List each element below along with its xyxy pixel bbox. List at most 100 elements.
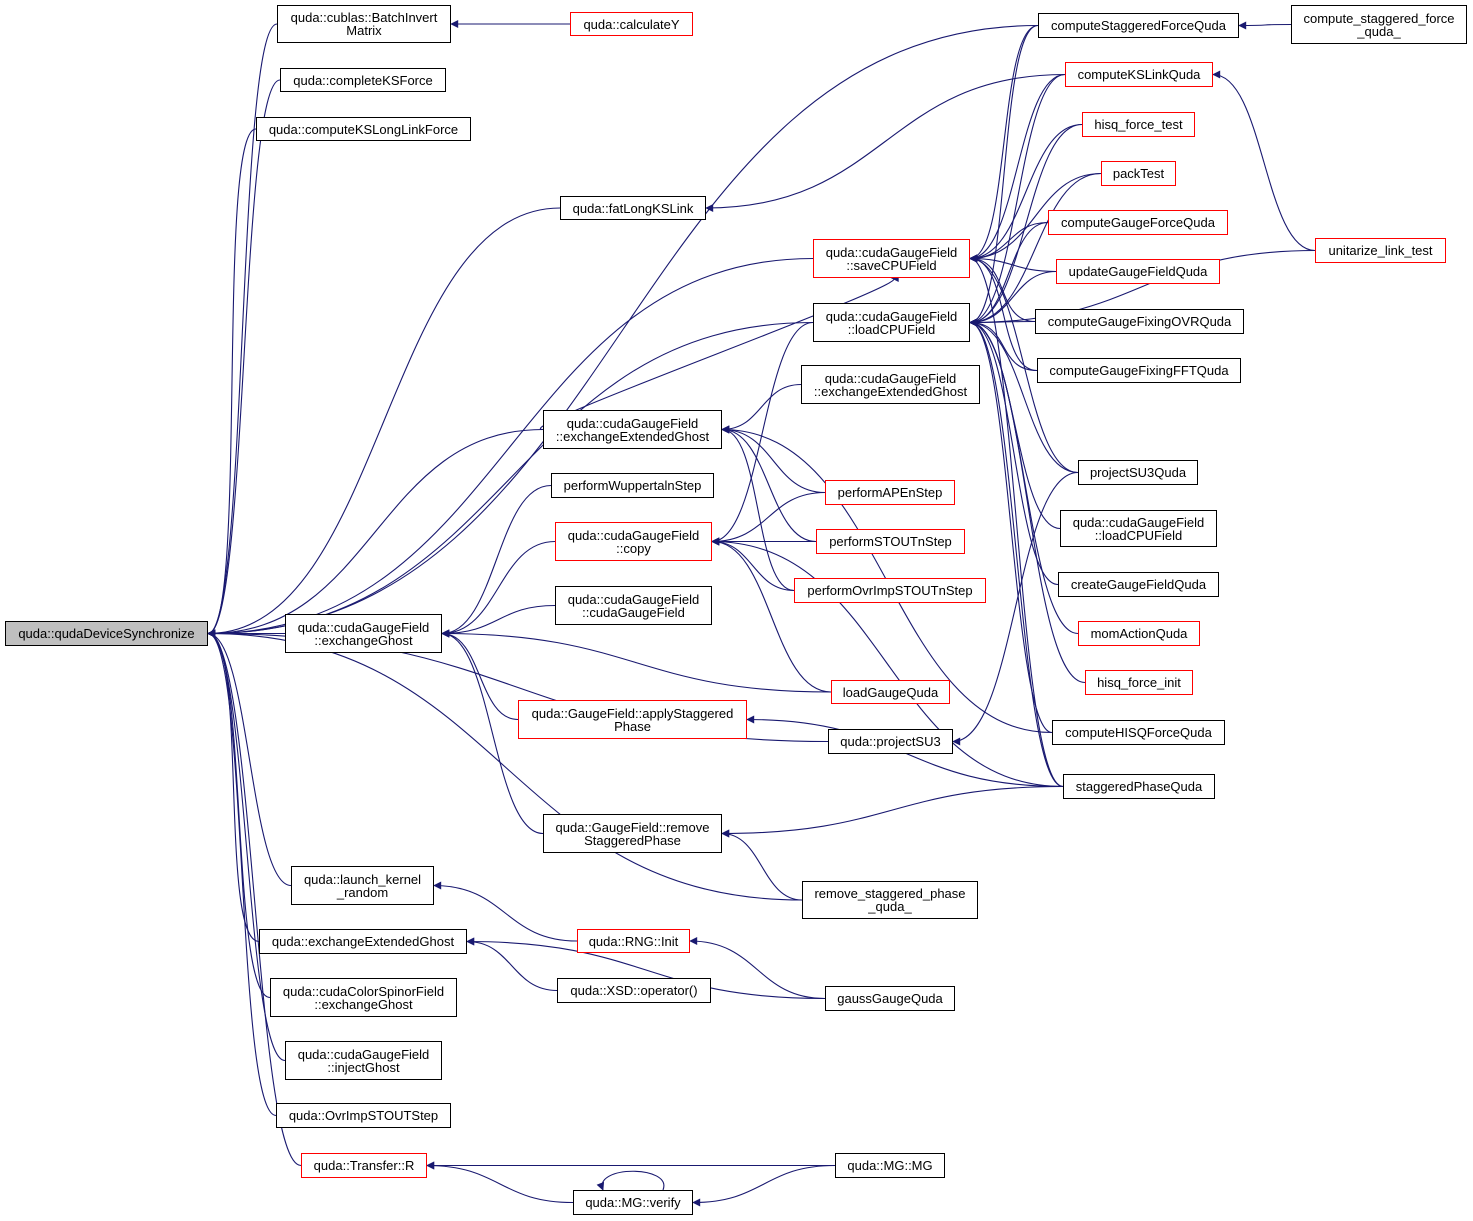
node-hisq_force_test[interactable]: hisq_force_test bbox=[1082, 112, 1195, 137]
edge-computeStaggeredForceQuda-to-saveCPUField bbox=[969, 24, 1039, 263]
node-XSD-operator[interactable]: quda::XSD::operator() bbox=[557, 978, 711, 1003]
edge-saveCPUField-to-qudaDeviceSynchronize bbox=[207, 257, 814, 638]
node-remove_staggered_phase_quda_[interactable]: remove_staggered_phase _quda_ bbox=[802, 881, 978, 919]
edge-completeKSForce-to-qudaDeviceSynchronize bbox=[207, 79, 281, 638]
edge-projectSU3Quda-to-projectSU3 bbox=[952, 471, 1079, 746]
node-label: staggeredPhaseQuda bbox=[1075, 779, 1203, 794]
node-label: quda::projectSU3 bbox=[840, 734, 941, 749]
node-createGaugeFieldQuda[interactable]: createGaugeFieldQuda bbox=[1058, 572, 1219, 597]
edge-RNGInit-to-launch_kernel_random bbox=[433, 881, 578, 942]
edge-loadCPUField-to-copy bbox=[711, 321, 814, 546]
node-calculateY[interactable]: quda::calculateY bbox=[570, 12, 693, 36]
node-label: quda::cudaGaugeField ::copy bbox=[567, 527, 700, 556]
edge-gaussGaugeQuda-to-exchangeExtendedGhostGlobal bbox=[466, 937, 826, 1000]
node-loadCPUField[interactable]: quda::cudaGaugeField ::loadCPUField bbox=[813, 303, 970, 342]
node-saveCPUField[interactable]: quda::cudaGaugeField ::saveCPUField bbox=[813, 239, 970, 278]
node-label: loadGaugeQuda bbox=[842, 684, 939, 700]
node-MGverify[interactable]: quda::MG::verify bbox=[573, 1190, 693, 1215]
node-label: quda::cudaColorSpinorField ::exchangeGho… bbox=[282, 983, 445, 1012]
edge-computeHISQForceQuda-to-loadCPUField bbox=[969, 318, 1053, 734]
node-TransferR[interactable]: quda::Transfer::R bbox=[301, 1153, 427, 1178]
node-label: quda::cudaGaugeField ::loadCPUField bbox=[825, 308, 958, 337]
node-label: quda::completeKSForce bbox=[293, 72, 433, 88]
node-staggeredPhaseQuda[interactable]: staggeredPhaseQuda bbox=[1063, 774, 1215, 799]
node-fatLongKSLink[interactable]: quda::fatLongKSLink bbox=[560, 196, 706, 220]
node-label: hisq_force_init bbox=[1097, 675, 1181, 690]
node-completeKSForce[interactable]: quda::completeKSForce bbox=[280, 68, 446, 92]
node-copy[interactable]: quda::cudaGaugeField ::copy bbox=[555, 522, 712, 561]
node-projectSU3[interactable]: quda::projectSU3 bbox=[828, 729, 953, 754]
node-computeGaugeFixingOVRQuda[interactable]: computeGaugeFixingOVRQuda bbox=[1035, 309, 1244, 334]
node-exchangeGhost-cudaGaugeField[interactable]: quda::cudaGaugeField ::exchangeGhost bbox=[285, 614, 442, 653]
node-RNGInit[interactable]: quda::RNG::Init bbox=[577, 929, 690, 953]
node-exchangeExtendedGhost-global[interactable]: quda::exchangeExtendedGhost bbox=[259, 929, 467, 954]
edge-computeGaugeForceQuda-to-loadCPUField bbox=[969, 221, 1049, 327]
node-launch_kernel_random[interactable]: quda::launch_kernel _random bbox=[291, 866, 434, 905]
node-exchangeExtendedGhost-cudaGaugeField-2[interactable]: quda::cudaGaugeField ::exchangeExtendedG… bbox=[801, 365, 980, 404]
node-cudaGaugeField-constructor[interactable]: quda::cudaGaugeField ::cudaGaugeField bbox=[555, 586, 712, 625]
node-loadCPUField-2[interactable]: quda::cudaGaugeField ::loadCPUField bbox=[1060, 510, 1217, 547]
node-performWuppertalnStep[interactable]: performWuppertalnStep bbox=[551, 473, 714, 498]
node-label: quda::fatLongKSLink bbox=[572, 200, 694, 216]
node-applyStaggeredPhase[interactable]: quda::GaugeField::applyStaggered Phase bbox=[518, 700, 747, 739]
edge-fatLongKSLink-to-qudaDeviceSynchronize bbox=[207, 207, 561, 638]
node-label: compute_staggered_force _quda_ bbox=[1303, 10, 1455, 39]
node-computeGaugeFixingFFTQuda[interactable]: computeGaugeFixingFFTQuda bbox=[1037, 358, 1241, 383]
node-performOvrImpSTOUTnStep[interactable]: performOvrImpSTOUTnStep bbox=[794, 578, 986, 603]
node-projectSU3Quda[interactable]: projectSU3Quda bbox=[1078, 460, 1198, 485]
node-label: packTest bbox=[1112, 166, 1165, 181]
node-momActionQuda[interactable]: momActionQuda bbox=[1078, 621, 1200, 646]
node-label: quda::cudaGaugeField ::cudaGaugeField bbox=[567, 591, 700, 620]
node-MGMG[interactable]: quda::MG::MG bbox=[835, 1153, 945, 1178]
edge-performOvrImpSTOUTnStep-to-copy bbox=[711, 537, 795, 592]
node-packTest[interactable]: packTest bbox=[1101, 161, 1176, 186]
node-cudaColorSpinorField-exchangeGhost[interactable]: quda::cudaColorSpinorField ::exchangeGho… bbox=[270, 978, 457, 1017]
edge-MGverify-to-TransferR bbox=[426, 1161, 574, 1204]
node-label: computeGaugeForceQuda bbox=[1061, 215, 1215, 230]
node-label: computeGaugeFixingOVRQuda bbox=[1047, 314, 1232, 329]
node-compute_staggered_force_quda_[interactable]: compute_staggered_force _quda_ bbox=[1291, 5, 1467, 44]
edge-launch_kernel_random-to-qudaDeviceSynchronize bbox=[207, 629, 292, 887]
node-hisq_force_init[interactable]: hisq_force_init bbox=[1085, 670, 1193, 695]
edge-unitarize_link_test-to-computeKSLinkQuda bbox=[1212, 70, 1316, 252]
edge-BatchInvertMatrix-to-qudaDeviceSynchronize bbox=[207, 23, 278, 638]
node-removeStaggeredPhase[interactable]: quda::GaugeField::remove StaggeredPhase bbox=[543, 814, 722, 853]
node-label: quda::RNG::Init bbox=[588, 933, 679, 949]
edge-computeGaugeFixingFFTQuda-to-loadCPUField bbox=[969, 318, 1038, 372]
edge-gaussGaugeQuda-to-RNGInit bbox=[689, 937, 826, 1000]
node-injectGhost[interactable]: quda::cudaGaugeField ::injectGhost bbox=[285, 1041, 442, 1080]
node-BatchInvertMatrix[interactable]: quda::cublas::BatchInvert Matrix bbox=[277, 5, 451, 43]
edge-applyStaggeredPhase-to-exchangeGhost bbox=[441, 629, 519, 721]
node-label: computeGaugeFixingFFTQuda bbox=[1049, 363, 1229, 378]
edge-updateGaugeFieldQuda-to-loadCPUField bbox=[969, 270, 1057, 327]
node-label: quda::exchangeExtendedGhost bbox=[271, 934, 455, 949]
node-exchangeExtendedGhost-cudaGaugeField[interactable]: quda::cudaGaugeField ::exchangeExtendedG… bbox=[543, 410, 722, 449]
node-computeKSLongLinkForce[interactable]: quda::computeKSLongLinkForce bbox=[256, 117, 471, 141]
edge-staggeredPhaseQuda-to-saveCPUField bbox=[969, 254, 1064, 788]
edge-MGverify-to-MGverify bbox=[596, 1170, 665, 1191]
edge-computeStaggeredForceQuda-to-loadCPUField bbox=[969, 24, 1039, 327]
node-computeHISQForceQuda[interactable]: computeHISQForceQuda bbox=[1052, 720, 1225, 745]
node-gaussGaugeQuda[interactable]: gaussGaugeQuda bbox=[825, 986, 955, 1011]
edge-exchangeExtendedGhostA-to-saveCPUField bbox=[539, 274, 899, 431]
edge-hisq_force_init-to-loadCPUField bbox=[969, 318, 1086, 684]
edge-removeStaggeredPhase-to-exchangeGhost bbox=[441, 629, 544, 835]
node-computeGaugeForceQuda[interactable]: computeGaugeForceQuda bbox=[1048, 210, 1228, 235]
node-updateGaugeFieldQuda[interactable]: updateGaugeFieldQuda bbox=[1056, 259, 1220, 284]
node-computeStaggeredForceQuda[interactable]: computeStaggeredForceQuda bbox=[1038, 13, 1239, 38]
node-performAPEnStep[interactable]: performAPEnStep bbox=[825, 480, 955, 505]
edge-computeStaggeredForceQuda-to-qudaDeviceSynchronize bbox=[207, 24, 1039, 638]
node-label: quda::qudaDeviceSynchronize bbox=[18, 626, 195, 641]
node-unitarize_link_test[interactable]: unitarize_link_test bbox=[1315, 238, 1446, 263]
node-computeKSLinkQuda[interactable]: computeKSLinkQuda bbox=[1065, 62, 1213, 87]
node-label: quda::XSD::operator() bbox=[570, 983, 698, 998]
node-loadGaugeQuda[interactable]: loadGaugeQuda bbox=[831, 680, 950, 704]
edge-MGMG-to-MGverify bbox=[692, 1164, 836, 1207]
edge-projectSU3Quda-to-saveCPUField bbox=[969, 254, 1079, 474]
edge-TransferR-to-qudaDeviceSynchronize bbox=[207, 629, 302, 1167]
node-label: updateGaugeFieldQuda bbox=[1068, 264, 1208, 279]
node-performSTOUTnStep[interactable]: performSTOUTnStep bbox=[816, 529, 965, 554]
node-OvrImpSTOUTStep[interactable]: quda::OvrImpSTOUTStep bbox=[276, 1103, 451, 1128]
node-label: unitarize_link_test bbox=[1328, 243, 1433, 258]
edge-packTest-to-saveCPUField bbox=[969, 172, 1102, 263]
